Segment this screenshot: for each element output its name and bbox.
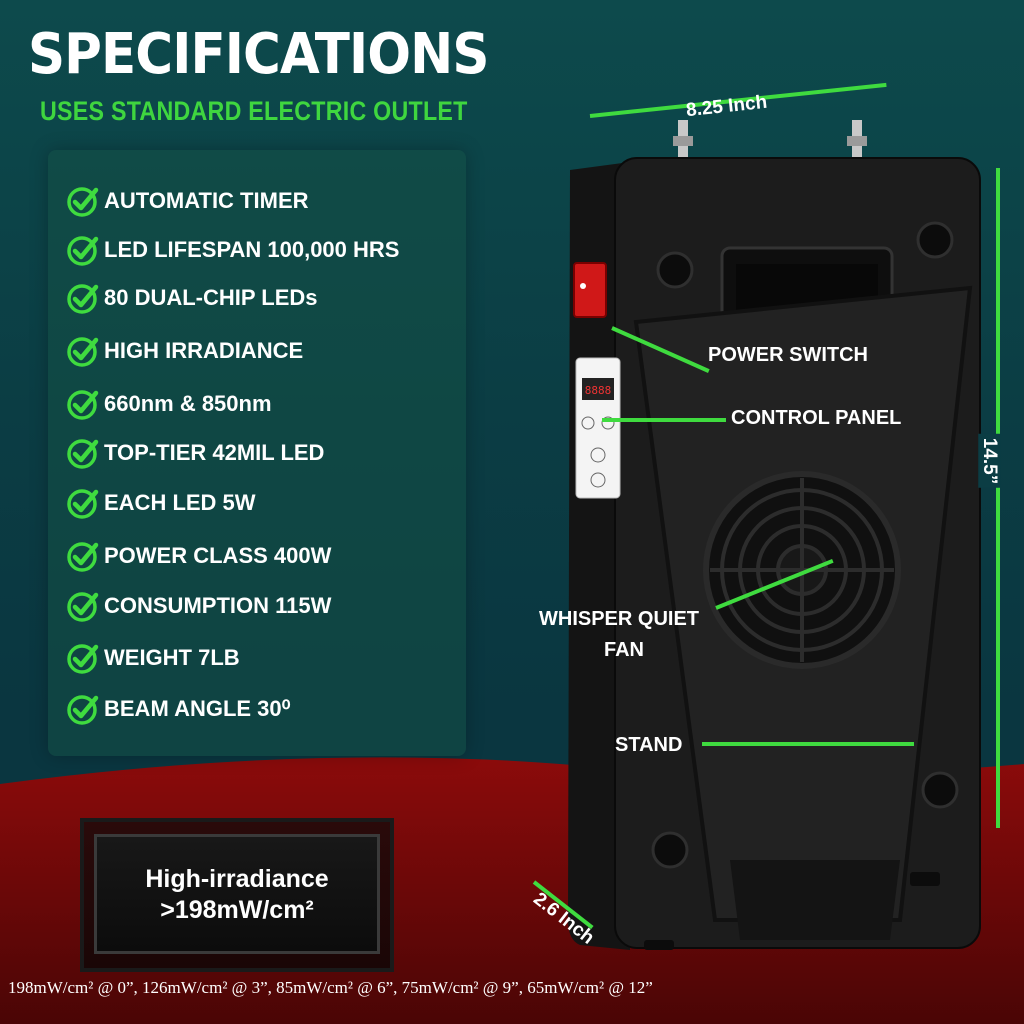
- spec-item: AUTOMATIC TIMER: [66, 183, 309, 219]
- spec-item: WEIGHT 7LB: [66, 640, 240, 676]
- fan-callout-line1: WHISPER QUIET: [539, 608, 700, 630]
- power-switch-graphic: [573, 262, 607, 318]
- check-icon: [67, 236, 99, 266]
- power-switch-callout: POWER SWITCH: [708, 344, 868, 366]
- stand-line: [702, 742, 914, 746]
- spec-item: 80 DUAL-CHIP LEDs: [66, 280, 318, 316]
- control-panel-callout: CONTROL PANEL: [731, 407, 902, 429]
- check-icon: [67, 542, 99, 572]
- spec-item: POWER CLASS 400W: [66, 538, 331, 574]
- spec-item: HIGH IRRADIANCE: [66, 333, 303, 369]
- stand-callout: STAND: [615, 734, 683, 756]
- spec-label: EACH LED 5W: [104, 490, 256, 515]
- spec-label: AUTOMATIC TIMER: [104, 188, 309, 213]
- irradiance-line1: High-irradiance: [145, 865, 329, 893]
- irradiance-line2: >198mW/cm²: [160, 896, 314, 924]
- spec-label: TOP-TIER 42MIL LED: [104, 440, 325, 465]
- check-icon: [67, 439, 99, 469]
- spec-item: LED LIFESPAN 100,000 HRS: [66, 232, 399, 268]
- check-icon: [67, 337, 99, 367]
- height-dimension-line: [996, 168, 1000, 828]
- spec-item: TOP-TIER 42MIL LED: [66, 435, 324, 471]
- spec-label: CONSUMPTION 115W: [104, 593, 332, 618]
- spec-item: EACH LED 5W: [66, 485, 256, 521]
- spec-label: 80 DUAL-CHIP LEDs: [104, 285, 318, 310]
- check-icon: [67, 284, 99, 314]
- spec-item: CONSUMPTION 115W: [66, 588, 331, 624]
- check-icon: [67, 644, 99, 674]
- page-title: SPECIFICATIONS: [28, 22, 489, 87]
- spec-panel: [48, 150, 466, 756]
- check-icon: [67, 187, 99, 217]
- spec-label: LED LIFESPAN 100,000 HRS: [104, 237, 400, 262]
- spec-label: POWER CLASS 400W: [104, 543, 332, 568]
- control-panel-line: [602, 418, 726, 422]
- device-illustration: 8888: [568, 120, 981, 950]
- irradiance-distance-note: 198mW/cm² @ 0”, 126mW/cm² @ 3”, 85mW/cm²…: [8, 978, 653, 997]
- spec-label: 660nm & 850nm: [104, 391, 272, 416]
- irradiance-box: High-irradiance >198mW/cm²: [94, 834, 380, 954]
- page-subtitle: USES STANDARD ELECTRIC OUTLET: [40, 96, 468, 126]
- fan-callout-line2: FAN: [604, 639, 644, 661]
- spec-label: HIGH IRRADIANCE: [104, 338, 304, 363]
- check-icon: [67, 695, 99, 725]
- check-icon: [67, 489, 99, 519]
- check-icon: [67, 592, 99, 622]
- spec-item: BEAM ANGLE 30⁰: [66, 691, 290, 727]
- check-icon: [67, 390, 99, 420]
- height-dimension-label: 14.5”: [978, 433, 1001, 489]
- spec-item: 660nm & 850nm: [66, 386, 272, 422]
- spec-label: WEIGHT 7LB: [104, 645, 240, 670]
- spec-label: BEAM ANGLE 30⁰: [104, 696, 291, 721]
- panel-display: 8888: [585, 384, 612, 397]
